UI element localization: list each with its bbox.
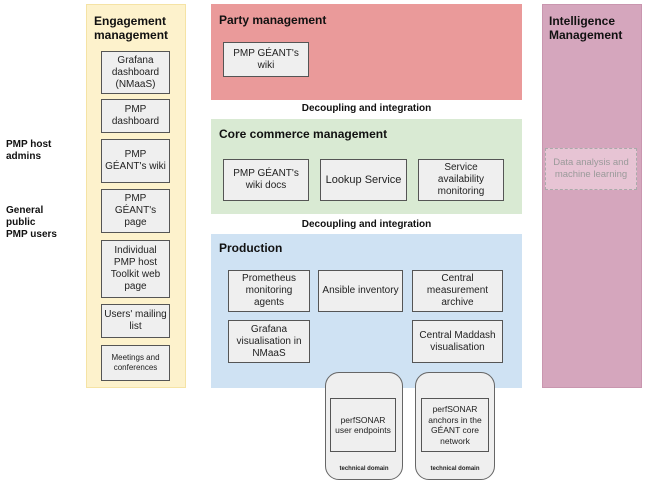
- party-management-title: Party management: [219, 13, 327, 27]
- production-title: Production: [219, 241, 283, 255]
- engagement-item-pmp-page: PMP GÉANT's page: [101, 189, 170, 233]
- production-item-ansible: Ansible inventory: [318, 270, 403, 312]
- core-item-wiki-docs: PMP GÉANT's wiki docs: [223, 159, 309, 201]
- engagement-item-pmp-dashboard: PMP dashboard: [101, 99, 170, 133]
- perfsonar-user-endpoints: perfSONAR user endpoints: [330, 398, 396, 452]
- perfsonar-geant-anchors: perfSONAR anchors in the GÉANT core netw…: [421, 398, 489, 452]
- production-item-maddash: Central Maddash visualisation: [412, 320, 503, 363]
- intelligence-item-data-analysis: Data analysis and machine learning: [545, 148, 637, 190]
- decoupling-integration-band-2: Decoupling and integration: [301, 219, 432, 230]
- decoupling-integration-band-1: Decoupling and integration: [301, 103, 432, 114]
- engagement-management-title: Engagement management: [94, 14, 169, 42]
- engagement-item-meetings: Meetings and conferences: [101, 345, 170, 381]
- pmp-host-admins-label: PMP host admins: [6, 139, 52, 162]
- engagement-item-grafana-dashboard: Grafana dashboard (NMaaS): [101, 51, 170, 94]
- technical-domain-caption-2: technical domain: [430, 466, 480, 472]
- engagement-item-pmp-wiki: PMP GÉANT's wiki: [101, 139, 170, 183]
- party-item-pmp-wiki: PMP GÉANT's wiki: [223, 42, 309, 77]
- production-item-central-archive: Central measurement archive: [412, 270, 503, 312]
- core-item-lookup-service: Lookup Service: [320, 159, 407, 201]
- technical-domain-caption-1: technical domain: [339, 466, 389, 472]
- intelligence-management-title: Intelligence Management: [549, 14, 623, 42]
- intelligence-management-zone: [542, 4, 642, 388]
- production-item-prometheus: Prometheus monitoring agents: [228, 270, 310, 312]
- engagement-item-toolkit-web-page: Individual PMP host Toolkit web page: [101, 240, 170, 298]
- core-commerce-title: Core commerce management: [219, 127, 388, 141]
- general-public-users-label: General public PMP users: [6, 205, 57, 240]
- core-item-service-availability: Service availability monitoring: [418, 159, 504, 201]
- engagement-item-mailing-list: Users' mailing list: [101, 304, 170, 338]
- production-item-grafana-nmaas: Grafana visualisation in NMaaS: [228, 320, 310, 363]
